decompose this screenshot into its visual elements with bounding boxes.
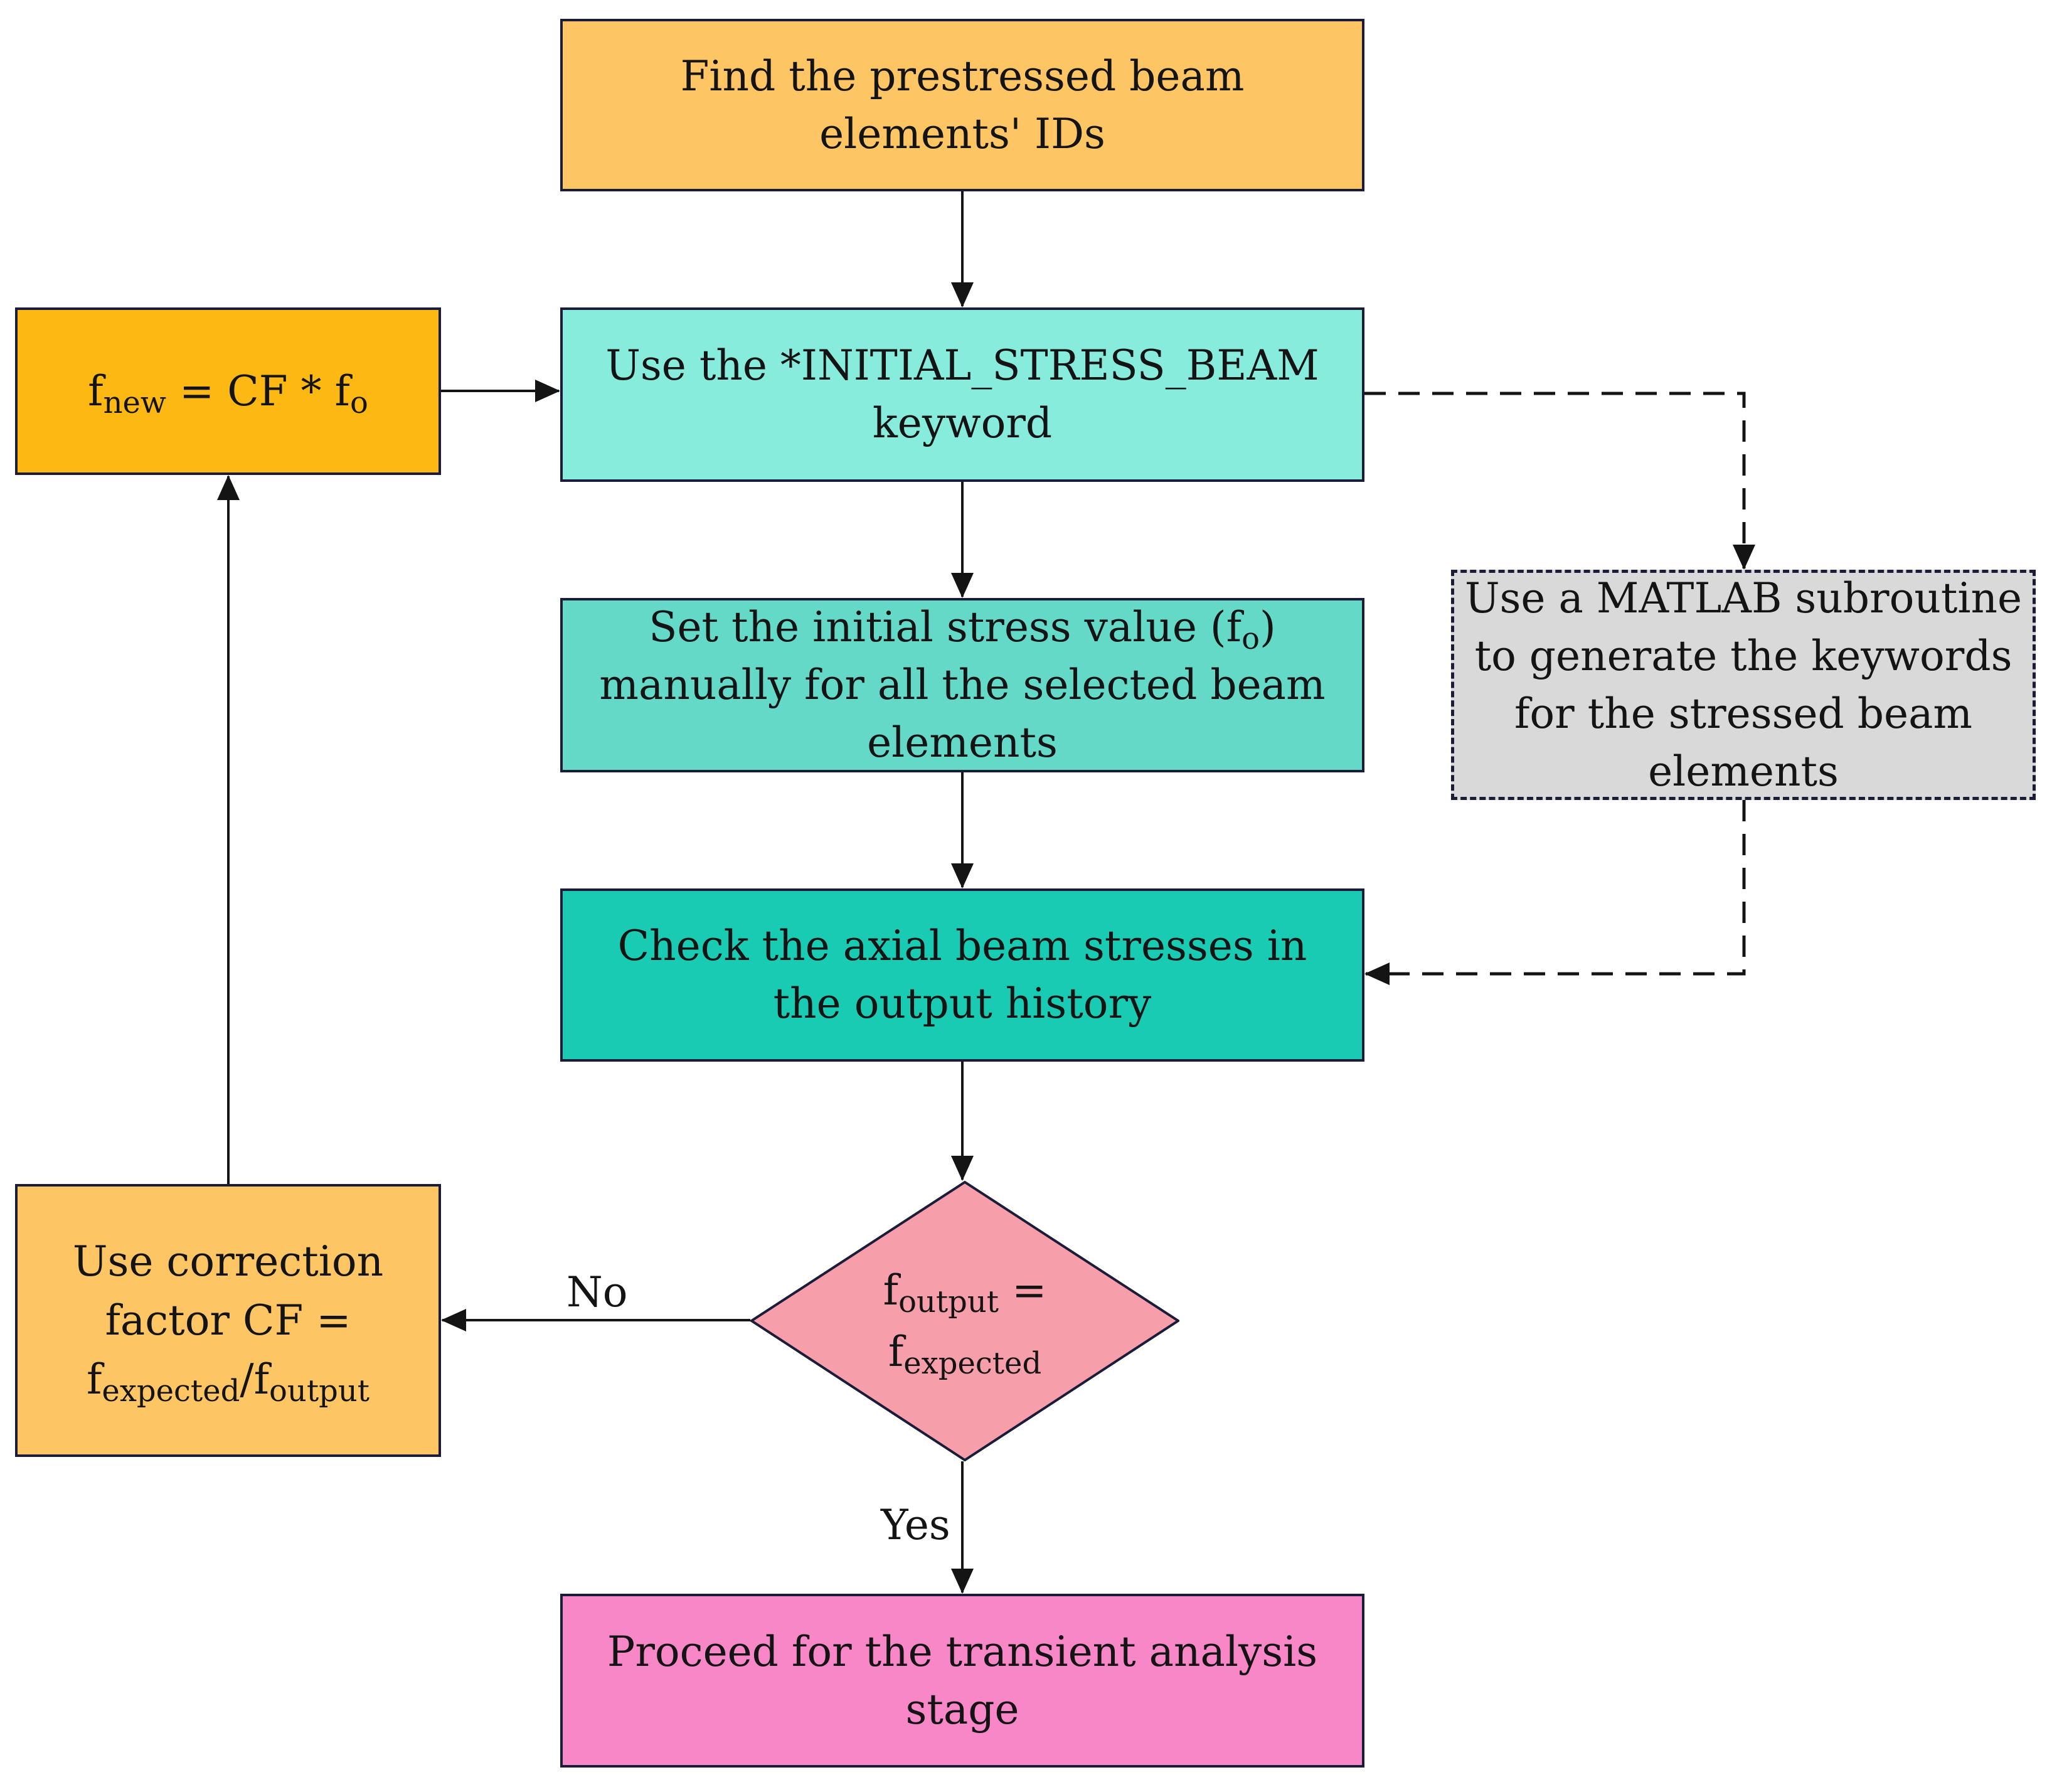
- proceed-line-2: stage: [905, 1685, 1019, 1734]
- keyword-line-2: keyword: [872, 399, 1053, 447]
- decision-line-1: foutput =: [883, 1260, 1047, 1321]
- find-line-2: elements' IDs: [819, 109, 1105, 158]
- new-stress-formula-node: fnew = CF * fo: [15, 307, 441, 475]
- initial-stress-keyword-node: Use the *INITIAL_STRESS_BEAM keyword: [560, 307, 1364, 482]
- correction-factor-node: Use correction factor CF = fexpected/fou…: [15, 1184, 441, 1457]
- check-line-1: Check the axial beam stresses in: [617, 922, 1307, 970]
- proceed-transient-node: Proceed for the transient analysis stage: [560, 1594, 1364, 1768]
- corr-line-3: fexpected/foutput: [87, 1350, 370, 1409]
- check-axial-stresses-node: Check the axial beam stresses in the out…: [560, 888, 1364, 1062]
- check-line-2: the output history: [773, 979, 1152, 1028]
- keyword-line-1: Use the *INITIAL_STRESS_BEAM: [605, 341, 1319, 390]
- matlab-line-1: Use a MATLAB subroutine: [1464, 573, 2023, 622]
- proceed-line-1: Proceed for the transient analysis: [607, 1627, 1318, 1676]
- corr-slash: /f: [240, 1355, 269, 1404]
- set-line-1-end: ): [1259, 603, 1276, 651]
- corr-line-2: factor CF =: [105, 1296, 351, 1345]
- decision-f1: f: [883, 1266, 899, 1315]
- fnew-formula: fnew = CF * fo: [88, 363, 368, 420]
- matlab-line-2: to generate the keywords: [1474, 631, 2012, 680]
- fnew-f: f: [88, 366, 104, 415]
- decision-eq: =: [999, 1266, 1047, 1315]
- fnew-sub: new: [103, 385, 166, 420]
- corr-sub2: output: [269, 1373, 370, 1409]
- set-initial-stress-node: Set the initial stress value (fo) manual…: [560, 598, 1364, 772]
- decision-sub2: expected: [903, 1345, 1042, 1381]
- corr-sub1: expected: [102, 1373, 240, 1409]
- no-edge-label: No: [566, 1268, 628, 1316]
- corr-f1: f: [86, 1355, 102, 1404]
- set-line-3: elements: [867, 718, 1058, 767]
- matlab-subroutine-node: Use a MATLAB subroutine to generate the …: [1451, 570, 2036, 800]
- matlab-line-3: for the stressed beam: [1514, 689, 1973, 738]
- arrow-keyword-to-matlab: [1364, 392, 1755, 570]
- fnew-sub2: o: [349, 385, 368, 420]
- set-line-1: Set the initial stress value (fo): [649, 599, 1275, 656]
- find-line-1: Find the prestressed beam: [680, 51, 1245, 100]
- set-line-1-sub: o: [1241, 621, 1260, 656]
- set-line-2: manually for all the selected beam: [599, 661, 1326, 709]
- corr-line-1: Use correction: [72, 1237, 384, 1286]
- fnew-mid: = CF * f: [166, 366, 350, 415]
- decision-f2: f: [888, 1327, 904, 1376]
- arrow-matlab-to-check: [1364, 800, 1746, 985]
- stress-check-decision-node: foutput = fexpected: [749, 1180, 1181, 1462]
- decision-text: foutput = fexpected: [750, 1181, 1179, 1461]
- decision-sub1: output: [898, 1284, 999, 1320]
- find-beam-ids-node: Find the prestressed beam elements' IDs: [560, 19, 1364, 191]
- decision-line-2: fexpected: [888, 1321, 1041, 1383]
- matlab-line-4: elements: [1648, 747, 1839, 796]
- decision-diamond-shape: [749, 1180, 1181, 1462]
- yes-edge-label: Yes: [881, 1501, 950, 1549]
- set-line-1-text: Set the initial stress value (f: [649, 603, 1242, 651]
